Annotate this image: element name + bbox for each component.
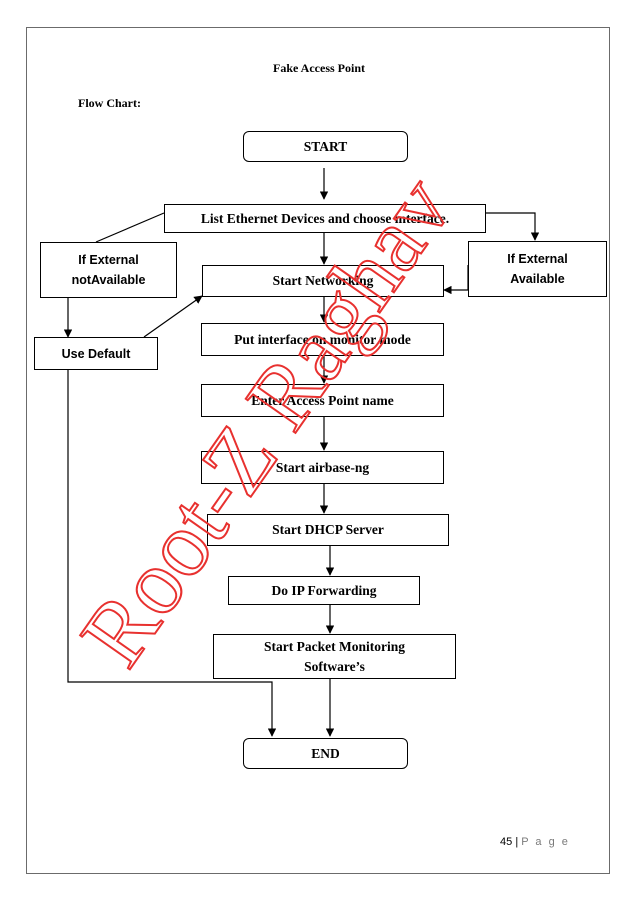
start-node: START [243,131,408,162]
start-airbase-box: Start airbase-ng [201,451,444,484]
monitor-mode-box: Put interface on monitor mode [201,323,444,356]
line-list-to-not-available [95,212,165,243]
if-external-not-available-line2: notAvailable [71,273,146,287]
start-dhcp-box: Start DHCP Server [207,514,449,546]
ip-forwarding-box: Do IP Forwarding [228,576,420,605]
arrow-default-to-end [67,370,277,737]
if-external-available-line1: If External [507,252,568,266]
if-external-available-box: If External Available [468,241,607,297]
arrow-default-to-networking [143,295,203,338]
if-external-not-available-line1: If External [78,253,139,267]
page-border [26,27,610,874]
if-external-not-available-box: If External notAvailable [40,242,177,298]
page-footer: 45 | P a g e [500,836,570,848]
flowchart-heading: Flow Chart: [78,96,141,110]
page-separator: | [515,836,519,848]
start-networking-box: Start Networking [202,265,444,297]
page-label: P a g e [521,836,570,848]
packet-monitoring-line2: Software’s [304,658,365,674]
if-external-available-line2: Available [510,272,565,286]
arrow-list-to-available [486,212,540,241]
page-number: 45 [500,836,513,848]
access-point-name-box: Enter Access Point name [201,384,444,417]
end-node: END [243,738,408,769]
use-default-box: Use Default [34,337,158,370]
document-title: Fake Access Point [273,61,365,75]
list-devices-box: List Ethernet Devices and choose interfa… [164,204,486,233]
packet-monitoring-box: Start Packet Monitoring Software’s [213,634,456,679]
packet-monitoring-line1: Start Packet Monitoring [264,638,405,654]
